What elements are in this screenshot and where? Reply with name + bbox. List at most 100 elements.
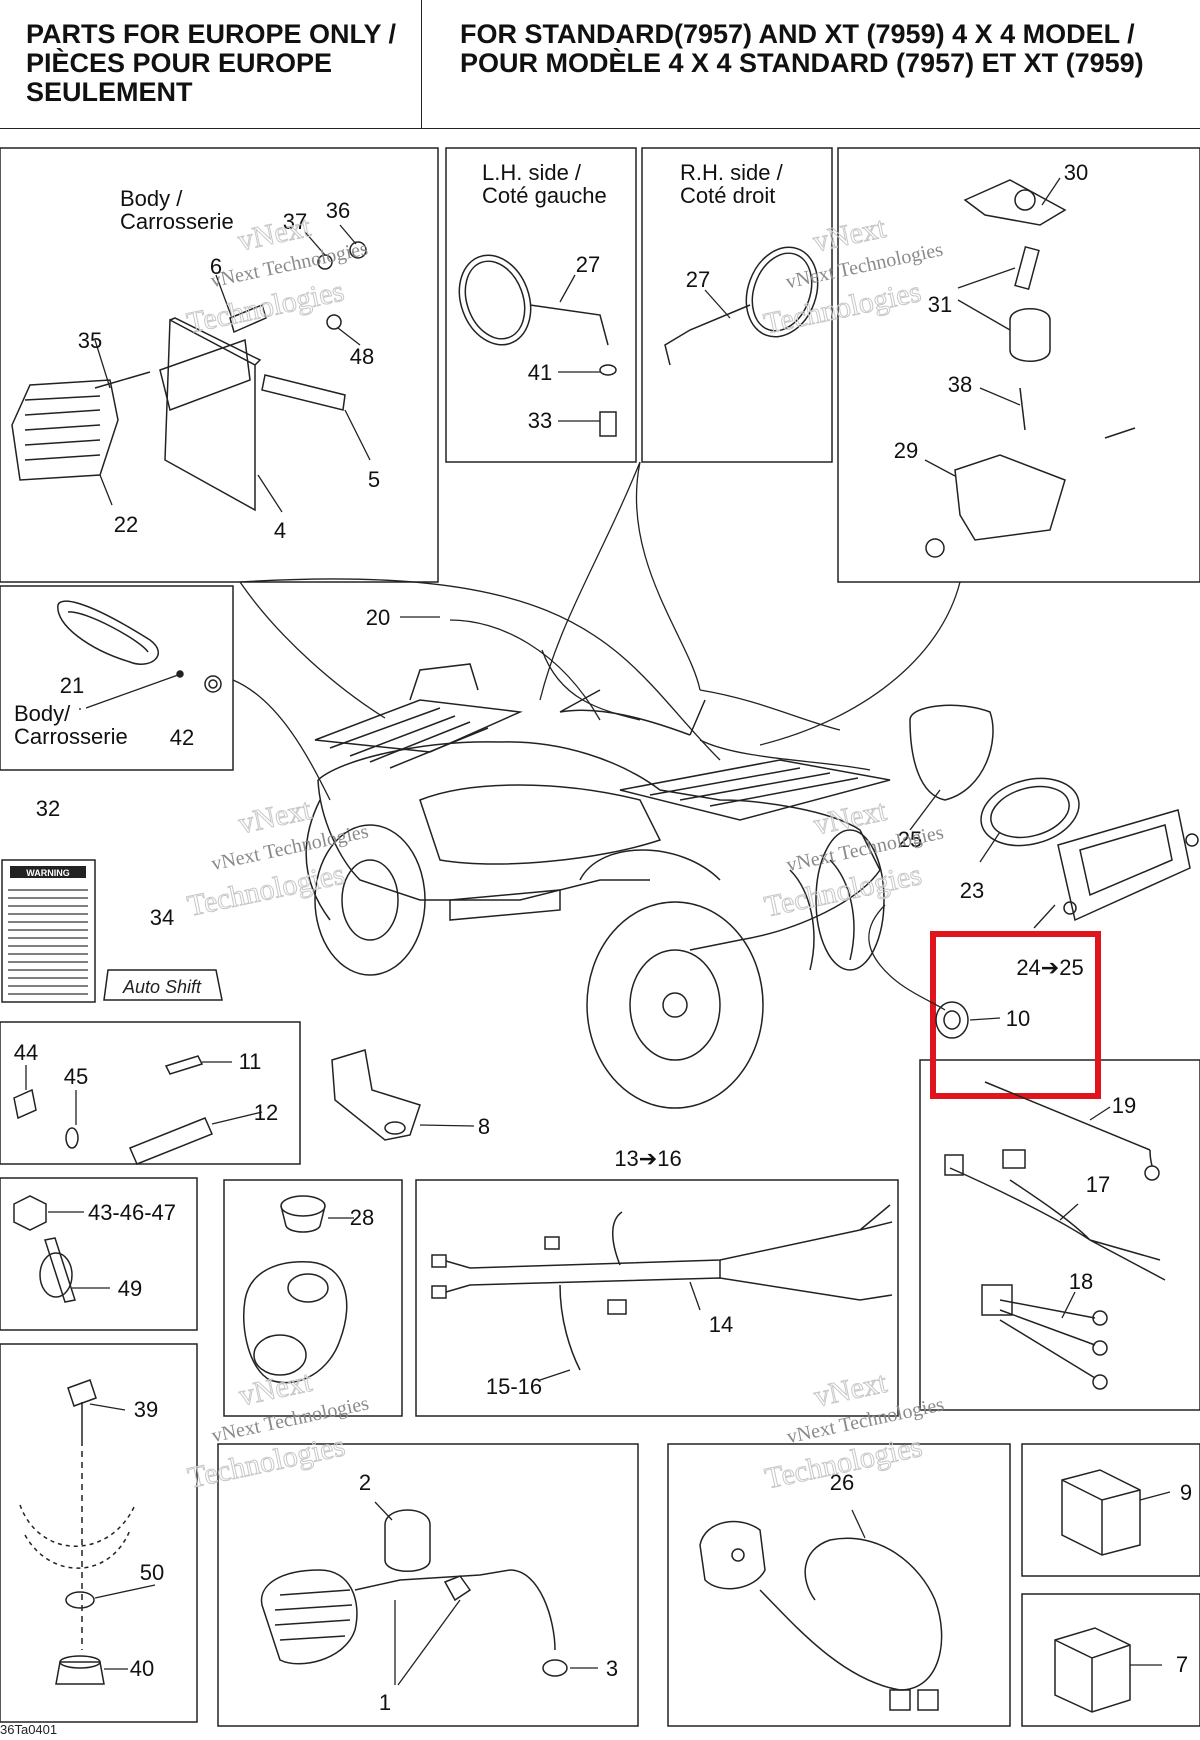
panel-rh-mirror: [641, 147, 833, 463]
reflector-21: [57, 600, 159, 665]
part-label: 39: [134, 1397, 158, 1422]
mirror-rh-27: [745, 246, 819, 338]
panel-switch: [667, 1443, 1011, 1727]
part-label: 38: [948, 372, 972, 397]
leader-lines: [25, 177, 1171, 1686]
watermarks: vNext vNext Technologies Technologies vN…: [183, 209, 946, 1496]
nut: [443, 1575, 472, 1602]
part-label: 35: [78, 328, 102, 353]
caption-cote-gauche: Coté gauche: [482, 183, 607, 208]
housing-29: [954, 454, 1066, 541]
header-right-line: POUR MODÈLE 4 X 4 STANDARD (7957) ET XT …: [460, 48, 1144, 78]
front-left-center: [662, 992, 688, 1018]
part-label: 32: [36, 796, 60, 821]
panel-relay-9: [1021, 1443, 1200, 1577]
relay-9: [1061, 1469, 1141, 1556]
wiring-parts: [944, 1081, 1166, 1390]
part-label: 17: [1086, 1172, 1110, 1197]
header-left-line: SEULEMENT: [26, 77, 193, 107]
part-label: 8: [478, 1114, 490, 1139]
part-label: 27: [576, 252, 600, 277]
terminal-11: [164, 1055, 204, 1075]
panel-rear-light: [0, 147, 439, 583]
small-parts: [13, 1049, 421, 1303]
header-left-title: PARTS FOR EUROPE ONLY / PIÈCES POUR EURO…: [26, 20, 416, 107]
cable-26: [759, 1537, 943, 1691]
part-label: 48: [350, 344, 374, 369]
warning-decal-text: WARNING: [26, 868, 70, 878]
atv-illustration: [305, 663, 891, 971]
part-label: 45: [64, 1064, 88, 1089]
panel-turn-signal: [217, 1443, 639, 1727]
plate-bracket: [159, 338, 251, 411]
watermark-text: Technologies: [761, 275, 924, 340]
caption-carrosserie: Carrosserie: [120, 209, 234, 234]
caption-rh-side: R.H. side /: [680, 160, 784, 185]
watermark-text: Technologies: [185, 857, 348, 922]
headlight-23: [980, 777, 1080, 847]
bracket-30: [963, 179, 1067, 226]
rear-light-parts: [11, 241, 367, 512]
part-label: 50: [140, 1560, 164, 1585]
relay-parts: [1054, 1469, 1141, 1713]
front-left-wheel: [586, 901, 764, 1109]
harness-18: [999, 1299, 1096, 1379]
part-label: 6: [210, 254, 222, 279]
grommet-2: [384, 1509, 431, 1572]
part-label: 33: [528, 408, 552, 433]
strip-5: [261, 374, 346, 411]
warning-decal-32: [1, 859, 96, 1003]
caption-body-2: Body/: [14, 701, 71, 726]
autoshift-decal-34: [103, 969, 223, 1001]
horn-10: [935, 1001, 969, 1039]
panel-housing: [223, 1179, 403, 1417]
part-label: 23: [960, 878, 984, 903]
part-label: 27: [686, 267, 710, 292]
oring-45: [65, 1127, 79, 1149]
panel-small-parts: [0, 1021, 301, 1165]
gasket-44: [13, 1088, 37, 1120]
part-label: 4: [274, 518, 286, 543]
part-label: 11: [239, 1049, 262, 1074]
panel-wiring: [919, 1059, 1200, 1411]
headlight-bezel: [1057, 809, 1191, 922]
part-labels: 1 2 3 4 5 6 7 8 9 10 11 12 13➔16 14 15-1…: [14, 160, 1192, 1715]
taillight-22: [11, 379, 119, 481]
diagram-code: 36Ta0401: [0, 1722, 58, 1737]
washer-50: [65, 1591, 95, 1609]
part-label: 30: [1064, 160, 1088, 185]
decals: WARNING Auto Shift: [1, 859, 223, 1003]
panel-relay-7: [1021, 1593, 1200, 1727]
washer-41: [599, 364, 617, 376]
screw: [1104, 427, 1136, 439]
panel-fastener: [0, 1343, 198, 1723]
header-left-line: PIÈCES POUR EUROPE: [26, 48, 333, 78]
part-label: 28: [350, 1205, 374, 1230]
autoshift-decal-text: Auto Shift: [122, 977, 202, 997]
caption-lh-side: L.H. side /: [482, 160, 582, 185]
pin-38: [1019, 387, 1026, 431]
mirror-parts: [458, 246, 819, 437]
part-label: 37: [283, 209, 307, 234]
front-left-hub: [629, 949, 721, 1061]
nut-40: [55, 1661, 105, 1685]
part-label: 43-46-47: [88, 1200, 176, 1225]
part-label: 10: [1006, 1006, 1030, 1031]
harness-17: [949, 1167, 1166, 1281]
header-right-line: FOR STANDARD(7957) AND XT (7959) 4 X 4 M…: [460, 19, 1135, 49]
part-label: 40: [130, 1656, 154, 1681]
part-label: 41: [528, 360, 552, 385]
part-label: 31: [928, 292, 952, 317]
panel-reflector: [0, 585, 234, 771]
part-label: 44: [14, 1040, 38, 1065]
nut-43: [13, 1195, 47, 1231]
nut-36: [349, 241, 367, 259]
key-31: [1014, 245, 1040, 291]
relay-7: [1054, 1627, 1131, 1713]
wiring-harness: [431, 1204, 893, 1371]
part-label: 18: [1069, 1269, 1093, 1294]
panel-clamp: [0, 1177, 198, 1331]
sleeve-12: [129, 1117, 213, 1165]
housing-28: [243, 1261, 348, 1384]
part-label: 29: [894, 438, 918, 463]
